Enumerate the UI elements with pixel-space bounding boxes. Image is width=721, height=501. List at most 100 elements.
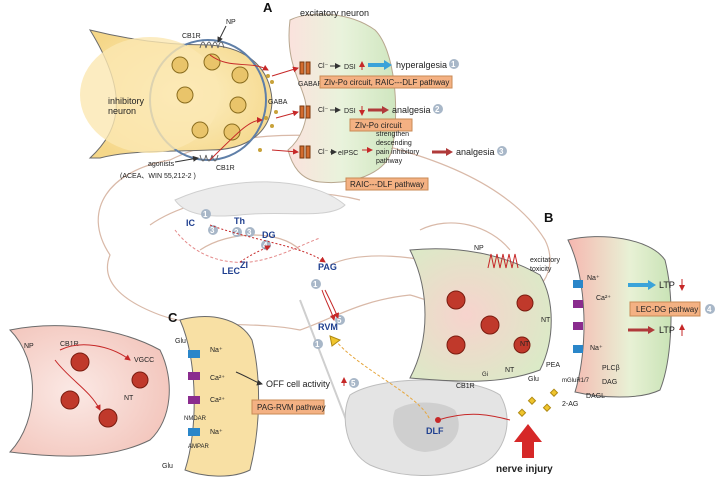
ca-c-label-2: Ca²⁺ — [210, 397, 225, 404]
glu-b-label: Glu — [528, 376, 539, 383]
gaba-release-dots — [258, 74, 278, 152]
ic-num-3 — [208, 225, 218, 235]
strengthen-4: pathway — [376, 158, 403, 165]
ltp-up-label: LTP — [659, 325, 675, 335]
strengthen-2: descending — [376, 140, 412, 147]
region-ic: IC — [186, 218, 196, 228]
region-th: Th — [234, 216, 245, 226]
injury-fiber-end — [435, 417, 441, 423]
box-a-1 — [319, 75, 453, 89]
num-3-circle — [497, 146, 507, 156]
vgcc-label: VGCC — [134, 357, 154, 364]
pag-num-1 — [311, 279, 321, 289]
blue-arrow-head-1 — [384, 60, 392, 70]
thalamus-outline — [174, 229, 321, 263]
toxicity-label-1: excitatory — [530, 257, 560, 264]
nerve-injury-label: nerve injury — [496, 464, 553, 475]
postsynaptic-neuron-b — [567, 236, 672, 398]
cl-minus-2: Cl⁻ — [318, 107, 329, 114]
rvm-num-1 — [313, 339, 323, 349]
num-2-circle — [433, 104, 443, 114]
rvm-neuron — [329, 335, 342, 347]
box-a-3-text: RAIC---DLF pathway — [350, 180, 424, 189]
vesicles-b — [446, 290, 534, 355]
region-dlf: DLF — [426, 426, 444, 436]
dag-label: DAG — [602, 379, 617, 386]
corpus-callosum-shape — [174, 181, 346, 217]
receptors-c — [188, 350, 200, 436]
vesicles-c — [60, 352, 149, 428]
na-label-b2: Na⁺ — [590, 345, 603, 352]
np-b-label: NP — [474, 245, 484, 252]
nt-label-1: NT — [541, 317, 551, 324]
box-b-text: LEC-DG pathway — [636, 305, 698, 314]
num-1: 1 — [451, 60, 456, 69]
cb1r-b-label: CB1R — [456, 383, 475, 390]
injury-fiber — [437, 413, 511, 421]
mglur-label: mGluR1/7 — [562, 378, 590, 384]
region-dg: DG — [262, 230, 276, 240]
ca-c-label-1: Ca²⁺ — [210, 375, 225, 382]
num-1-circle — [449, 59, 459, 69]
cb1r-top-label: CB1R — [182, 33, 201, 40]
num-5: 5 — [351, 379, 356, 388]
excitatory-neuron-a — [287, 13, 397, 184]
na-c-label-2: Na⁺ — [210, 429, 223, 436]
analgesia-label-3: analgesia — [456, 147, 495, 157]
hyperalgesia-label: hyperalgesia — [396, 60, 447, 70]
ltp-red-arrow-head — [648, 326, 655, 334]
toxicity-label-2: toxicity — [530, 266, 552, 273]
nmdar-label: NMDAR — [184, 416, 207, 422]
panel-c-label: C — [168, 310, 178, 325]
red-arrow-head-3 — [446, 148, 453, 156]
gi-b-label: Gi — [482, 372, 488, 378]
box-a-2 — [349, 118, 413, 132]
np-arrow-a — [217, 25, 227, 43]
box-c — [251, 399, 325, 415]
dsi-label-2: DSI — [344, 108, 356, 115]
th-num-2-text: 2 — [234, 228, 239, 237]
cb1r-c-label: CB1R — [60, 341, 79, 348]
th-num-2 — [232, 227, 242, 237]
strengthen-3: pain inhibitory — [376, 149, 420, 156]
agonists-names: (ACEA、WIN 55,212-2 ) — [120, 173, 196, 180]
agonists-label: agonists — [148, 161, 175, 168]
nt-label-3: NT — [505, 367, 515, 374]
spinal-cord-section — [344, 379, 508, 476]
panel-b-label: B — [544, 210, 553, 225]
inhibitory-neuron-label-2: neuron — [108, 106, 136, 116]
strengthen-1: strengthen — [376, 131, 409, 138]
dagl-label: DAGL — [586, 393, 605, 400]
gaba-label: GABA — [268, 99, 288, 106]
ltp-down-label: LTP — [659, 280, 675, 290]
nt-label-2: NT — [520, 341, 530, 348]
box-a-2-text: ZIv-Po circuit — [355, 121, 402, 130]
glu-c-bottom: Glu — [162, 463, 173, 470]
np-c-label: NP — [24, 343, 34, 350]
region-lec: LEC — [222, 266, 241, 276]
cl-minus-3: Cl⁻ — [318, 149, 329, 156]
ic-num-1-text: 1 — [203, 210, 208, 219]
cb1r-receptor-bottom — [199, 154, 219, 162]
th-num-3 — [245, 227, 255, 237]
red-arrow-head-2 — [382, 106, 389, 114]
num-5-circle — [349, 378, 359, 388]
th-num-3-text: 3 — [247, 228, 252, 237]
ic-num-3-text: 3 — [210, 226, 215, 235]
glu-c-top: Glu — [175, 338, 186, 345]
nerve-injury-arrow — [514, 424, 542, 458]
na-label-b1: Na⁺ — [587, 275, 600, 282]
dg-num-4-text: 4 — [263, 241, 268, 250]
ca-label-b: Ca²⁺ — [596, 295, 611, 302]
spike-train-b — [487, 253, 519, 269]
ic-num-1 — [201, 209, 211, 219]
gabar-channels — [299, 61, 311, 159]
inhibitory-neuron-label-1: inhibitory — [108, 96, 145, 106]
region-zi: ZI — [240, 260, 248, 270]
brain-pathway-arrows — [209, 224, 340, 321]
cl-minus-1: Cl⁻ — [318, 63, 329, 70]
receptors-b — [573, 280, 583, 353]
ampar-label: AMPAR — [188, 444, 210, 450]
num-4: 4 — [707, 305, 712, 314]
